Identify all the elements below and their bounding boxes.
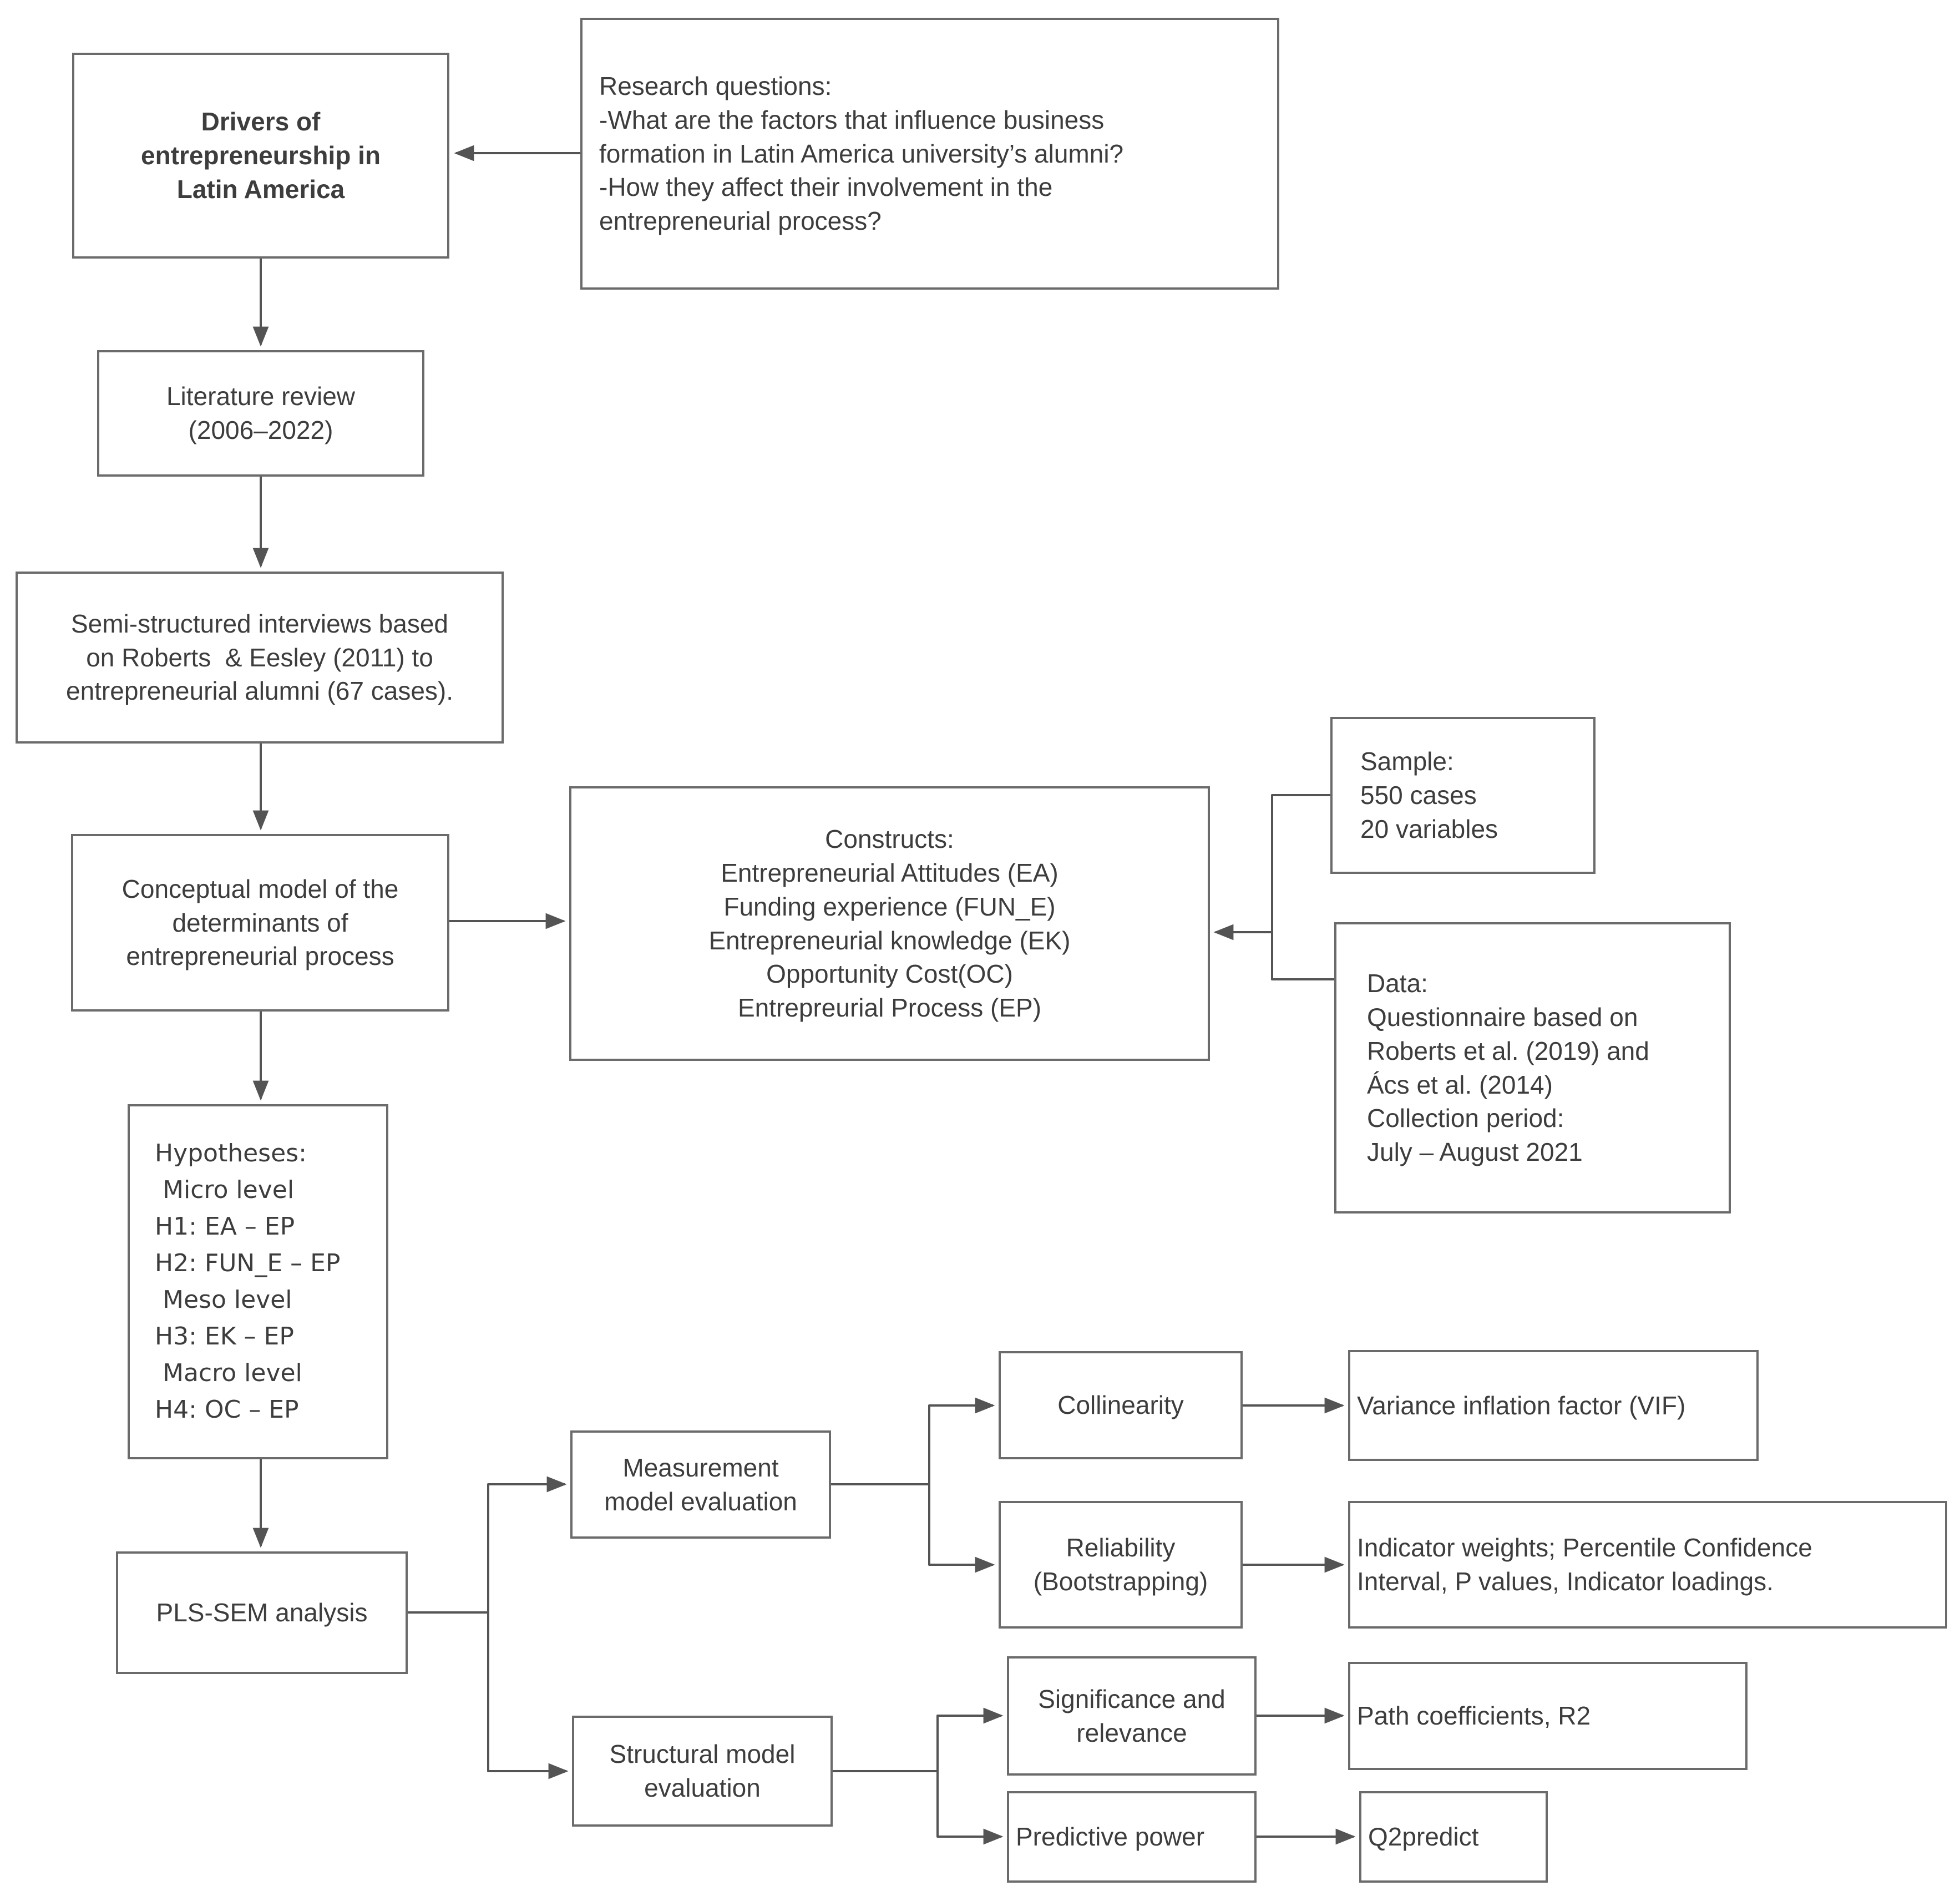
data-box: Data: Questionnaire based on Roberts et …: [1334, 922, 1731, 1213]
reliability-box: Reliability (Bootstrapping): [999, 1501, 1243, 1629]
conceptual-model-box: Conceptual model of the determinants of …: [71, 834, 449, 1012]
measurement-model-box: Measurement model evaluation: [570, 1430, 831, 1539]
connector-measurement-to-collinearity: [831, 1397, 995, 1485]
drivers-box: Drivers of entrepreneurship in Latin Ame…: [72, 53, 449, 259]
connector-pls-to-measurement: [408, 1476, 567, 1614]
literature-review-box: Literature review (2006–2022): [97, 350, 424, 477]
constructs-box: Constructs: Entrepreneurial Attitudes (E…: [569, 786, 1210, 1061]
connector-sample-data-bracket: [1271, 794, 1334, 980]
hypotheses-box: Hypotheses: Micro level H1: EA – EP H2: …: [128, 1104, 388, 1459]
structural-model-box: Structural model evaluation: [572, 1716, 833, 1827]
connector-measurement-to-reliability: [928, 1484, 995, 1573]
significance-box: Significance and relevance: [1007, 1656, 1257, 1776]
connector-structural-to-predictive: [936, 1771, 1004, 1845]
connector-pls-to-structural: [487, 1612, 569, 1779]
indicator-weights-box: Indicator weights; Percentile Confidence…: [1348, 1501, 1947, 1629]
vif-box: Variance inflation factor (VIF): [1348, 1350, 1759, 1461]
predictive-power-box: Predictive power: [1007, 1791, 1257, 1883]
q2predict-box: Q2predict: [1359, 1791, 1548, 1883]
path-coefficients-box: Path coefficients, R2: [1348, 1662, 1748, 1770]
research-questions-box: Research questions: -What are the factor…: [580, 18, 1279, 290]
collinearity-box: Collinearity: [999, 1351, 1243, 1459]
sample-box: Sample: 550 cases 20 variables: [1330, 717, 1596, 874]
connector-structural-to-significance: [833, 1707, 1004, 1772]
pls-sem-box: PLS-SEM analysis: [116, 1551, 408, 1674]
interviews-box: Semi-structured interviews based on Robe…: [16, 572, 504, 744]
